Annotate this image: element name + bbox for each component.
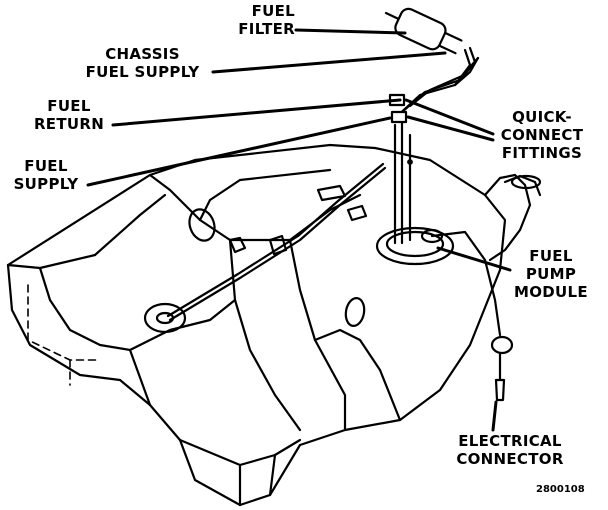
leader-fuel-supply [86,116,392,187]
leader-fuel-filter [294,28,407,35]
label-quick-connect-fittings: QUICK- CONNECT FITTINGS [500,108,584,162]
leader-quick-connect-a [404,98,495,136]
leader-fuel-return [111,98,402,127]
fuel-tank-body [6,143,507,507]
figure-code: 2800108 [536,484,585,495]
label-fuel-filter: FUEL FILTER [238,2,295,38]
leader-fuel-pump-module [436,246,512,272]
leader-quick-connect-b [406,115,495,142]
label-fuel-pump-module: FUEL PUMP MODULE [514,247,588,301]
label-chassis-fuel-supply: CHASSIS FUEL SUPPLY [85,45,200,81]
label-electrical-connector: ELECTRICAL CONNECTOR [456,432,564,468]
label-fuel-supply: FUEL SUPPLY [13,157,79,193]
leader-chassis-fuel-supply [211,51,447,74]
leader-electrical-connector [491,400,498,432]
label-fuel-return: FUEL RETURN [33,97,105,133]
